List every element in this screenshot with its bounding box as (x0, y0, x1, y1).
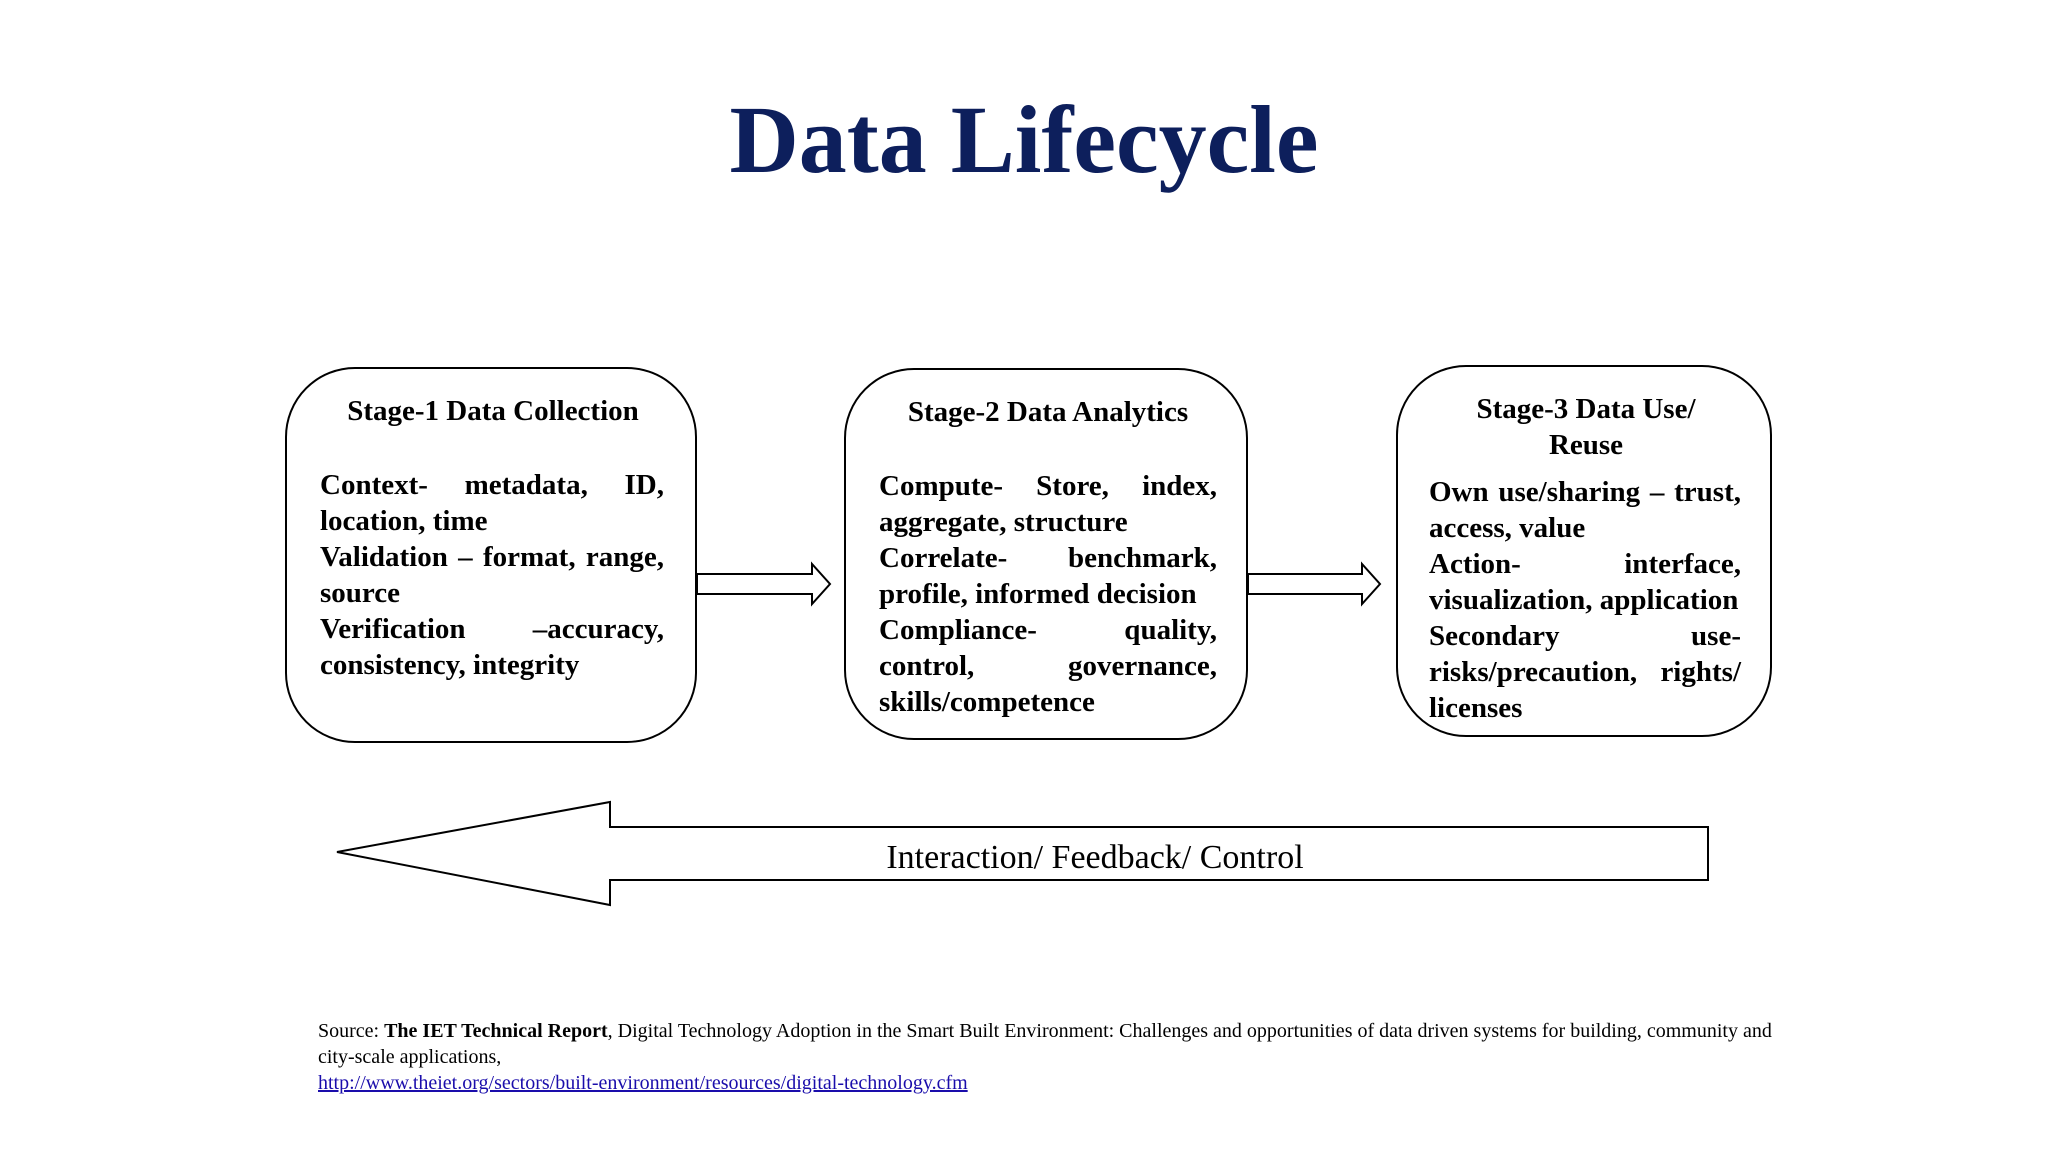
stage-3-line-own-use: Own use/sharing – trust, access, value (1429, 476, 1741, 544)
source-prefix: Source: (318, 1020, 385, 1042)
stage-3-line-secondary: Secondary use- risks/precaution, rights/… (1429, 620, 1741, 724)
stage-1-title: Stage-1 Data Collection (347, 395, 639, 427)
stage-2-line-compliance: Compliance- quality, control, governance… (879, 614, 1217, 718)
stage-1-line-verification: Verification –accuracy, consistency, int… (320, 613, 664, 681)
stage-2-line-compute: Compute- Store, index, aggregate, struct… (879, 470, 1217, 538)
stage-3-title: Stage-3 Data Use/ Reuse (1476, 393, 1696, 461)
stage-3-box: Stage-3 Data Use/ Reuse (1396, 365, 1772, 737)
stage-3-body: Own use/sharing – trust, access, value A… (1429, 474, 1741, 726)
arrow-stage2-to-stage3 (1247, 561, 1382, 607)
source-report-name: The IET Technical Report (384, 1020, 608, 1042)
stage-2-body: Compute- Store, index, aggregate, struct… (879, 468, 1217, 720)
stage-1-box: Stage-1 Data Collection Context- metadat… (285, 367, 697, 743)
source-citation: Source: The IET Technical Report, Digita… (318, 1018, 1778, 1096)
source-description: , Digital Technology Adoption in the Sma… (318, 1020, 1772, 1068)
stage-3-line-action: Action- interface, visualization, applic… (1429, 548, 1741, 616)
page-title: Data Lifecycle (729, 86, 1319, 193)
stage-1-line-validation: Validation – format, range, source (320, 541, 664, 609)
source-link[interactable]: http://www.theiet.org/sectors/built-envi… (318, 1072, 968, 1094)
arrow-stage1-to-stage2 (696, 561, 832, 607)
feedback-arrow-label: Interaction/ Feedback/ Control (886, 839, 1304, 876)
stage-2-line-correlate: Correlate- benchmark, profile, informed … (879, 542, 1217, 610)
stage-2-title: Stage-2 Data Analytics (907, 396, 1189, 428)
stage-2-box: Stage-2 Data Analytics Compute- Store, i… (844, 368, 1248, 740)
stage-1-body: Context- metadata, ID, location, time Va… (320, 467, 664, 683)
stage-1-line-context: Context- metadata, ID, location, time (320, 469, 664, 537)
